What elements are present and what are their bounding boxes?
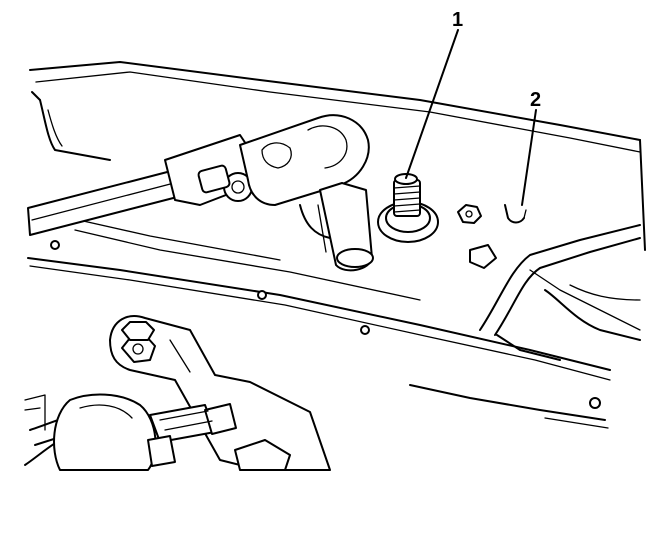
clip-hook: [504, 204, 527, 224]
callout-leaders: [405, 29, 537, 206]
callout-2-leader: [521, 109, 537, 206]
rivet-hole: [360, 325, 370, 335]
lower-bracket: [109, 315, 331, 471]
cowl-panel: [27, 61, 646, 429]
panel-clip: [469, 244, 497, 269]
rivet-hole: [589, 397, 601, 409]
hex-nut: [457, 204, 482, 224]
right-housing: [479, 224, 641, 361]
callout-1-label: 1: [452, 9, 463, 31]
callout-2-label: 2: [530, 89, 541, 111]
wiper-pivot-stud: [377, 173, 439, 243]
rivet-hole: [257, 290, 267, 300]
ratchet-wrench: [27, 114, 374, 272]
callout-1-leader: [405, 29, 459, 179]
wiring-harness: [24, 393, 291, 471]
rivet-hole: [50, 240, 60, 250]
